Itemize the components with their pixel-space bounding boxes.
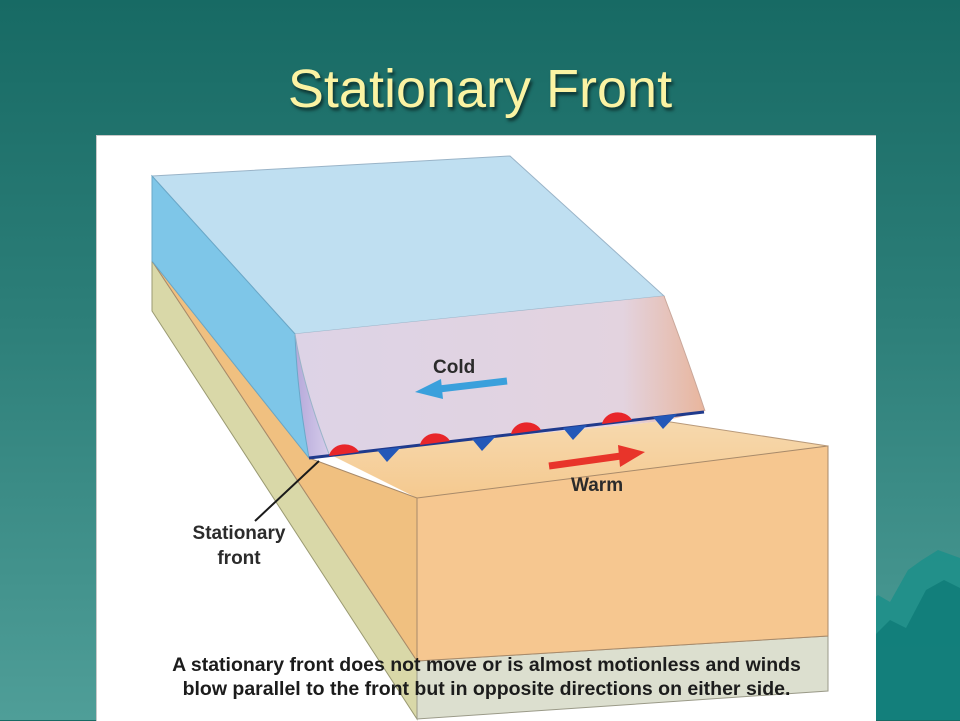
stationary-front-diagram: Cold Warm Stationary front A stationary … <box>96 135 876 721</box>
stationary-front-label-line2: front <box>217 548 261 569</box>
caption-line-1: A stationary front does not move or is a… <box>172 654 801 676</box>
slide-title: Stationary Front <box>287 59 673 119</box>
warm-label: Warm <box>571 475 623 496</box>
cold-air-mass <box>150 155 706 459</box>
warm-wind-arrow <box>548 445 645 470</box>
stationary-front-line <box>308 410 705 462</box>
diagram-caption: A stationary front does not move or is a… <box>97 653 876 701</box>
stationary-front-label-line1: Stationary <box>193 523 286 544</box>
cold-label: Cold <box>433 357 475 378</box>
caption-line-2: blow parallel to the front but in opposi… <box>182 678 791 700</box>
decorative-mountain <box>860 550 960 720</box>
ground-layer <box>151 259 829 721</box>
label-pointer <box>254 460 320 522</box>
cold-wind-arrow <box>415 377 508 399</box>
